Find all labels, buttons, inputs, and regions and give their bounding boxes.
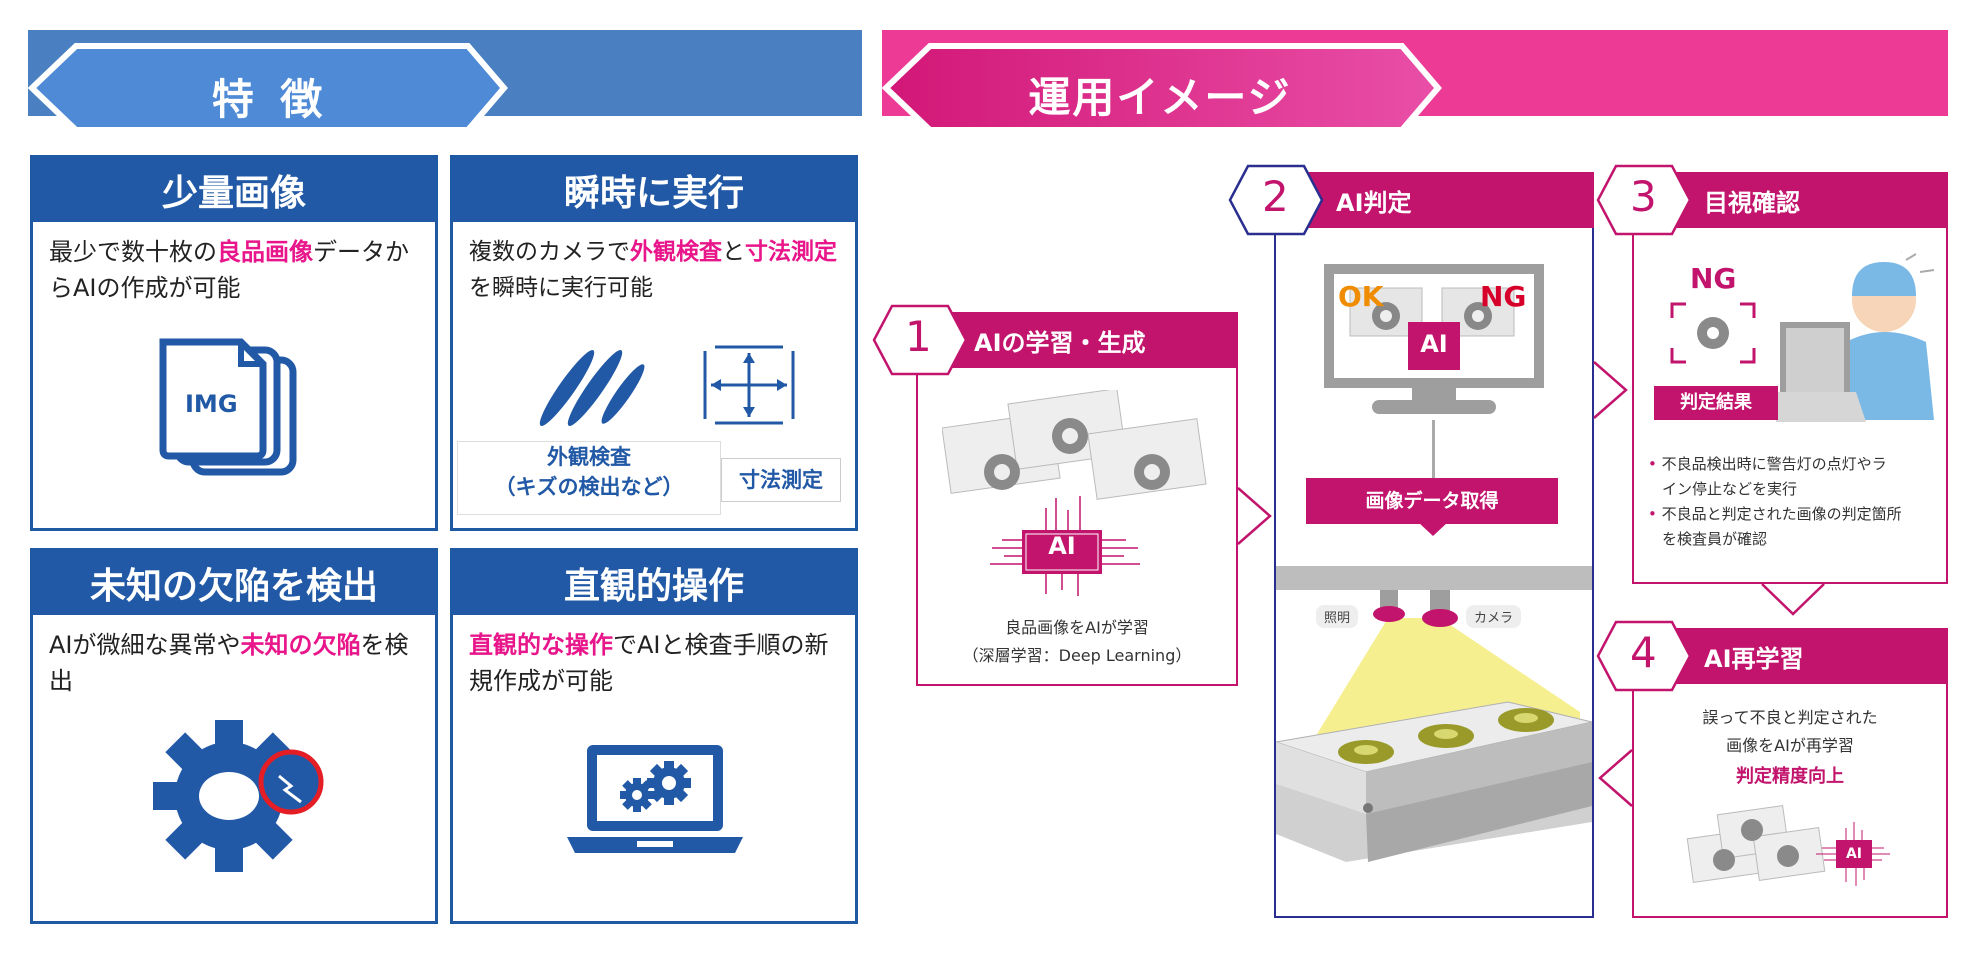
feature-card-small-images: 少量画像 最少で数十枚の良品画像データからAIの作成が可能 IMG [30, 155, 438, 531]
monitor-icon [1324, 264, 1544, 414]
card-description: 直観的な操作でAIと検査手順の新規作成が可能 [469, 631, 829, 695]
card-description: 最少で数十枚の良品画像データからAIの作成が可能 [49, 238, 409, 302]
img-icon-label: IMG [185, 390, 238, 418]
feature-card-intuitive-operation: 直観的操作 直観的な操作でAIと検査手順の新規作成が可能 [450, 548, 858, 924]
inspector-illustration [1776, 252, 1935, 422]
cable-line [1432, 420, 1435, 480]
step-2-title: AI判定 [1336, 188, 1412, 217]
operation-header-hexagon [882, 43, 1442, 133]
judgment-result-badge: 判定結果 [1654, 386, 1778, 420]
camera-label: カメラ [1466, 605, 1522, 628]
ng-label: NG [1480, 280, 1527, 313]
features-title: 特 徴 [211, 75, 329, 124]
image-data-banner: 画像データ取得 [1306, 478, 1558, 524]
card-title: 未知の欠陥を検出 [33, 551, 435, 615]
step-1-panel [916, 330, 1238, 686]
card-description: 複数のカメラで外観検査と寸法測定を瞬時に実行可能 [469, 239, 837, 301]
bullet-item: • 不良品と判定された画像の判定箇所 [1648, 505, 1902, 523]
step-3-title: 目視確認 [1704, 188, 1800, 217]
operation-title: 運用イメージ [1028, 73, 1292, 122]
dimension-measurement-label: 寸法測定 [721, 458, 841, 502]
gear-defect-icon [153, 720, 324, 872]
img-file-stack-icon [159, 338, 297, 476]
step-4-header: AI再学習 [1658, 628, 1948, 684]
card-description: AIが微細な異常や未知の欠陥を検出 [49, 631, 409, 695]
defect-focus-icon [1670, 302, 1756, 364]
appearance-inspection-label: 外観検査 （キズの検出など） [457, 441, 721, 515]
step-1-title: AIの学習・生成 [974, 328, 1146, 357]
step-2-hexagon [1228, 164, 1324, 236]
features-header-hexagon [28, 43, 508, 133]
step-4-number: 4 [1630, 628, 1657, 677]
banner-pointer [1418, 522, 1448, 536]
step-4-ai-chip: AI [1845, 846, 1863, 862]
card-title: 少量画像 [33, 158, 435, 222]
arrow-2-to-3 [1593, 361, 1628, 419]
step-2-number: 2 [1262, 172, 1289, 221]
arrow-1-to-2 [1237, 487, 1272, 545]
bullet-item: • 不良品検出時に警告灯の点灯やラ [1648, 455, 1887, 473]
dimension-arrows-icon [703, 345, 795, 425]
monitor-ai-chip: AI [1420, 330, 1448, 358]
arrow-4-to-2 [1598, 749, 1633, 807]
light-label: 照明 [1316, 605, 1359, 628]
laptop-gears-icon [567, 745, 743, 853]
ok-label: OK [1338, 280, 1384, 313]
step-1-ai-chip: AI [1048, 532, 1076, 560]
step-1-caption: 良品画像をAIが学習 （深層学習：Deep Learning） [962, 618, 1192, 665]
step-3-ng-label: NG [1690, 262, 1737, 295]
card-title: 直観的操作 [453, 551, 855, 615]
feature-card-instant-run: 瞬時に実行 複数のカメラで外観検査と寸法測定を瞬時に実行可能 外観検査 （キズの… [450, 155, 858, 531]
step-1-illustration [942, 390, 1207, 596]
feature-card-unknown-defects: 未知の欠陥を検出 AIが微細な異常や未知の欠陥を検出 [30, 548, 438, 924]
step-2-header: AI判定 [1300, 172, 1594, 228]
step-4-title: AI再学習 [1704, 644, 1804, 673]
step-1-header: AIの学習・生成 [946, 312, 1238, 368]
step-3-header: 目視確認 [1658, 172, 1948, 228]
step-1-hexagon [872, 304, 968, 376]
step-3-hexagon [1596, 164, 1692, 236]
scratch-marks-icon [539, 350, 645, 426]
conveyor-illustration [1276, 566, 1592, 862]
card-title: 瞬時に実行 [453, 158, 855, 222]
step-4-text: 誤って不良と判定された 画像をAIが再学習 [1702, 708, 1878, 755]
step-1-number: 1 [905, 312, 932, 361]
step-3-number: 3 [1630, 172, 1657, 221]
step-4-illustration [1686, 805, 1890, 886]
accuracy-improvement-label: 判定精度向上 [1736, 766, 1844, 787]
step-3-bullets: • 不良品検出時に警告灯の点灯やラ イン停止などを実行 • 不良品と判定された画… [1648, 452, 1938, 552]
step-4-hexagon [1596, 620, 1692, 692]
arrow-3-to-4 [1761, 583, 1825, 616]
